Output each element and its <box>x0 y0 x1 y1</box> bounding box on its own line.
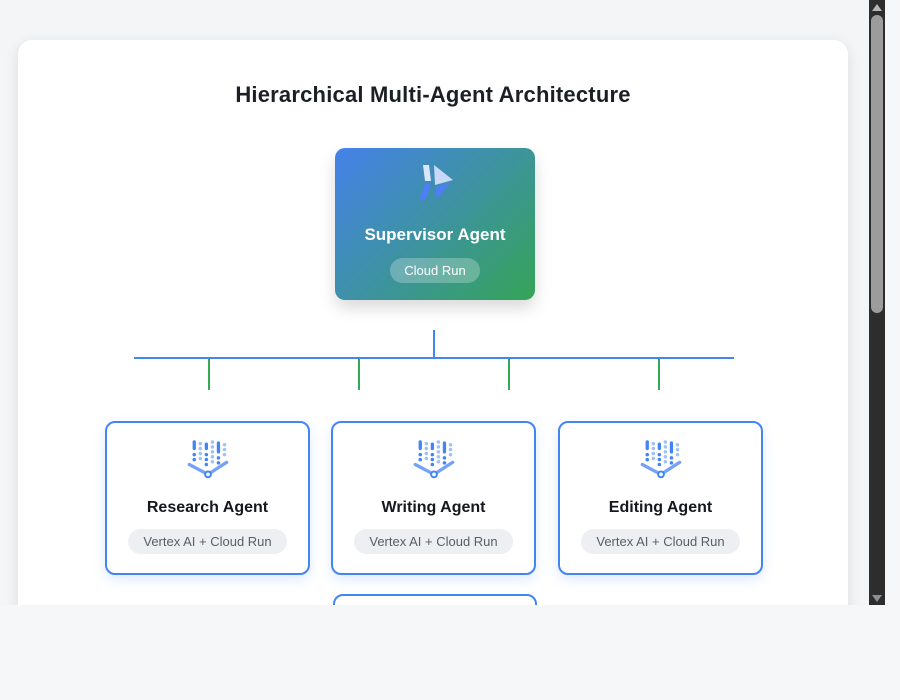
content-card: Hierarchical Multi-Agent Architecture Su… <box>18 40 848 605</box>
editing-agent-card: Editing Agent Vertex AI + Cloud Run <box>558 421 763 575</box>
scroll-up-button[interactable] <box>869 0 885 14</box>
agent-name: Editing Agent <box>608 499 713 516</box>
connector-branch <box>658 359 660 390</box>
vertex-ai-icon <box>186 439 230 484</box>
connector-trunk <box>433 330 435 358</box>
agent-name: Writing Agent <box>381 499 486 516</box>
arrow-down-icon <box>872 594 882 602</box>
agent-platform-badge: Vertex AI + Cloud Run <box>581 529 740 554</box>
page-title: Hierarchical Multi-Agent Architecture <box>235 82 631 107</box>
connector-bus <box>134 357 734 359</box>
partial-agent-card <box>333 594 537 605</box>
vertical-scrollbar[interactable] <box>869 0 885 605</box>
vertex-ai-icon <box>639 439 683 484</box>
supervisor-agent-card: Supervisor Agent Cloud Run <box>335 148 535 300</box>
agent-name: Research Agent <box>146 499 269 516</box>
agent-platform-badge: Vertex AI + Cloud Run <box>128 529 287 554</box>
supervisor-platform-badge: Cloud Run <box>390 258 480 283</box>
vertex-ai-icon <box>412 439 456 484</box>
cloud-run-icon <box>412 162 458 209</box>
supervisor-agent-name: Supervisor Agent <box>364 225 506 244</box>
browser-viewport: Hierarchical Multi-Agent Architecture Su… <box>18 40 848 605</box>
research-agent-card: Research Agent Vertex AI + Cloud Run <box>105 421 310 575</box>
scrollbar-thumb[interactable] <box>871 15 883 313</box>
arrow-up-icon <box>872 3 882 11</box>
scroll-down-button[interactable] <box>869 591 885 605</box>
connector-branch <box>358 359 360 390</box>
connector-branch <box>508 359 510 390</box>
connector-branch <box>208 359 210 390</box>
writing-agent-card: Writing Agent Vertex AI + Cloud Run <box>331 421 536 575</box>
agent-platform-badge: Vertex AI + Cloud Run <box>354 529 513 554</box>
